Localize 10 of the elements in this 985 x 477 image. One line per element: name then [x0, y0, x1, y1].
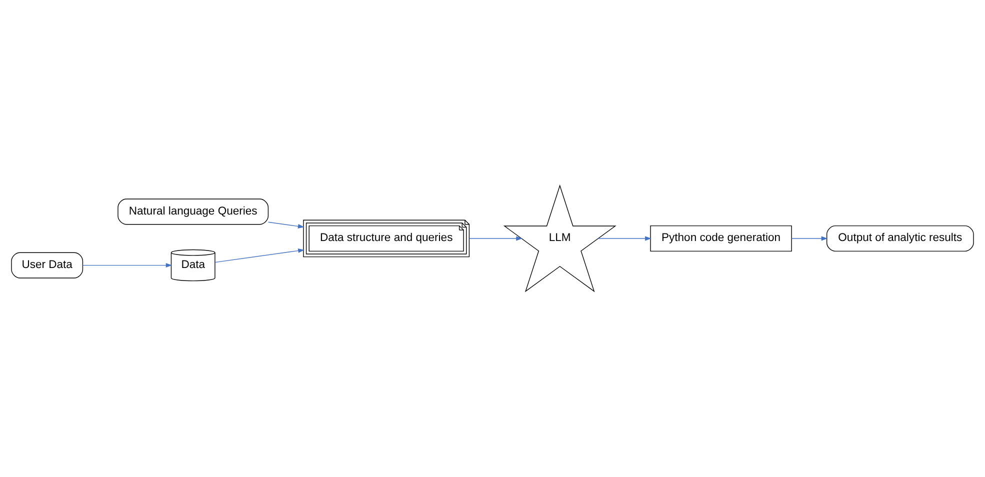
- arrow: [82, 263, 172, 268]
- arrow: [791, 236, 828, 241]
- node-box: User Data: [11, 252, 84, 278]
- arrow: [268, 222, 304, 228]
- node-box: Python code generation: [650, 225, 792, 252]
- node-box: Natural language Queries: [118, 198, 269, 225]
- node-box: Output of analytic results: [826, 225, 974, 252]
- arrow: [468, 236, 522, 241]
- arrow: [214, 248, 304, 263]
- arrow: [598, 236, 652, 241]
